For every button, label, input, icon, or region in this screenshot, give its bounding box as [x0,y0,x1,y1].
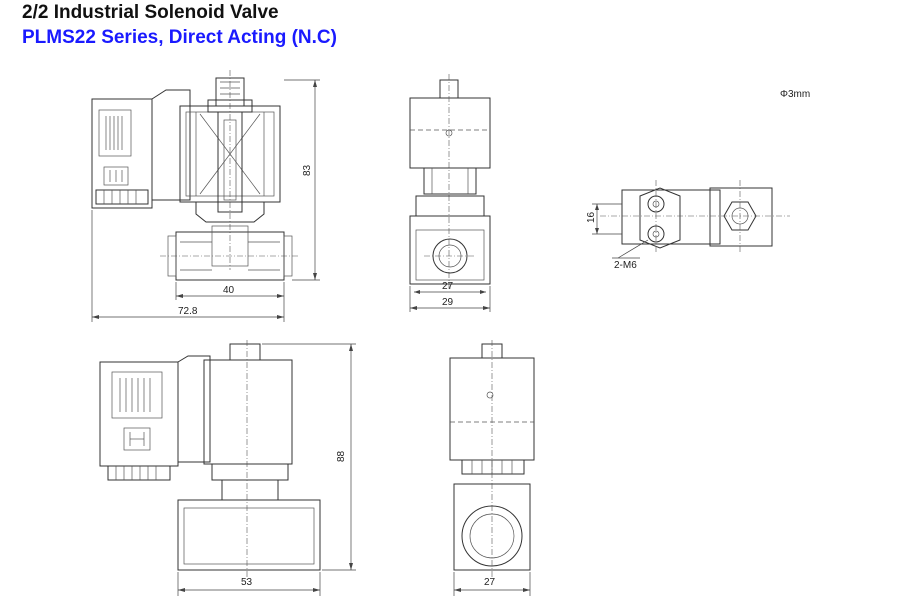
bottom-side-view: 27 [449,340,535,596]
dim-port-height: 16 [586,211,597,223]
dim-bottom-side-width: 27 [484,577,496,588]
top-side-view: 27 29 [409,74,491,312]
page-subtitle: PLMS22 Series, Direct Acting (N.C) [22,27,337,48]
dim-top-side-overall: 29 [442,297,454,308]
dim-top-front-inner: 40 [223,285,235,296]
dim-top-front-overall: 72.8 [178,306,198,317]
dim-bottom-front-height: 88 [336,450,347,462]
thread-label: 2-M6 [614,260,637,271]
top-front-view: 83 40 72.8 [91,70,320,322]
dim-bottom-front-width: 53 [241,577,253,588]
bottom-front-view: 88 53 [99,340,356,596]
page-title: 2/2 Industrial Solenoid Valve [22,2,279,23]
port-view: Φ3mm 16 2-M6 [586,89,810,271]
orifice-label: Φ3mm [780,89,810,100]
dim-top-side-inner: 27 [442,281,454,292]
dim-top-front-height: 83 [302,164,313,176]
